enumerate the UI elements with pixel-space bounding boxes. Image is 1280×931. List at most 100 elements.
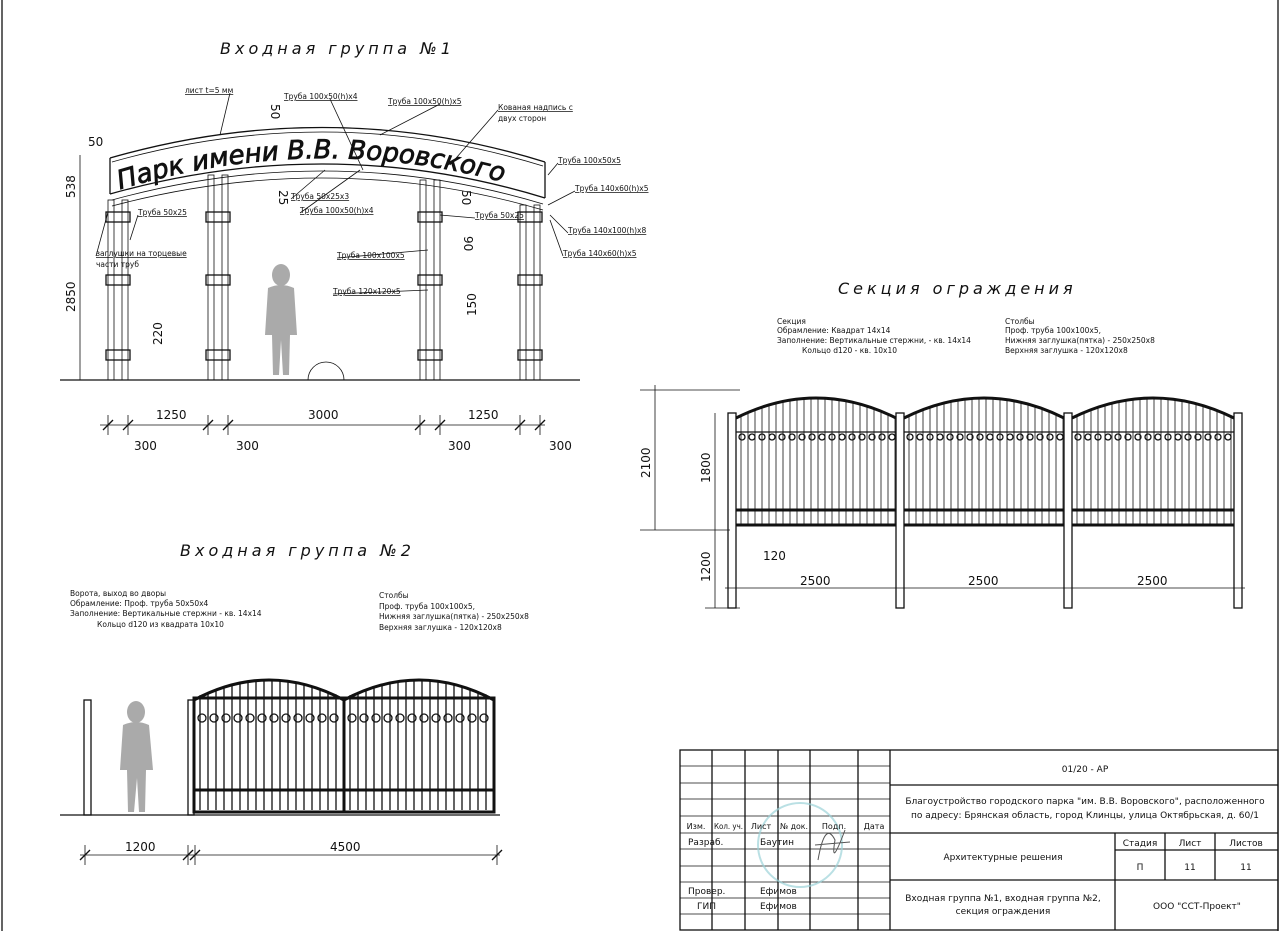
dim-ticks bbox=[102, 415, 546, 435]
fence-panels bbox=[727, 396, 1243, 609]
role-label: Разраб. bbox=[688, 838, 723, 848]
fence-section: Секция ограждения Секция Обрамление: Ква… bbox=[639, 279, 1245, 609]
dim-50-b: 50 bbox=[268, 104, 282, 119]
note-line: Верхняя заглушка - 120х120х8 bbox=[379, 623, 502, 632]
header-cell: Подп. bbox=[822, 822, 846, 831]
fence-ring bbox=[868, 433, 876, 441]
fence-ring bbox=[778, 433, 786, 441]
annotation: лист t=5 мм bbox=[185, 86, 233, 95]
gate-ring bbox=[209, 713, 219, 723]
annotation: Труба 50х25 bbox=[137, 208, 187, 217]
fence-ring bbox=[768, 433, 776, 441]
dim-90: 90 bbox=[461, 236, 475, 251]
fence-ring bbox=[1164, 433, 1172, 441]
half-circle-element bbox=[307, 361, 345, 381]
column-collar bbox=[105, 349, 131, 361]
fence-ring bbox=[916, 433, 924, 441]
annotation: Труба 120х120х5 bbox=[332, 287, 401, 296]
dim-538: 538 bbox=[64, 175, 78, 198]
fence-ring bbox=[1056, 433, 1064, 441]
fence-ring bbox=[1026, 433, 1034, 441]
fence-ring bbox=[828, 433, 836, 441]
dim-50-c: 50 bbox=[459, 190, 473, 205]
group1-title: Входная группа №1 bbox=[220, 39, 455, 58]
role-name: Ефимов bbox=[760, 902, 797, 912]
gate-ring bbox=[221, 713, 231, 723]
role-label: Провер. bbox=[688, 887, 725, 897]
dim-1250-a: 1250 bbox=[156, 408, 187, 422]
fence-ring bbox=[966, 433, 974, 441]
gate-ring bbox=[233, 713, 243, 723]
gate-ring bbox=[359, 713, 369, 723]
annotation: Труба 50х25 bbox=[474, 211, 524, 220]
dim-300-c: 300 bbox=[448, 439, 471, 453]
column-collar bbox=[205, 274, 231, 286]
gate-ring bbox=[467, 713, 477, 723]
fence-post bbox=[727, 412, 737, 609]
fence-ring bbox=[758, 433, 766, 441]
note-line: Секция bbox=[777, 317, 806, 326]
header-cell: Изм. bbox=[687, 822, 706, 831]
sheet-title-line: секция ограждения bbox=[956, 907, 1051, 917]
dim-3000: 3000 bbox=[308, 408, 339, 422]
annotation: двух сторон bbox=[498, 114, 546, 123]
annotations-group1: лист t=5 мм Труба 100х50(h)х4 Труба 100х… bbox=[95, 86, 649, 296]
column-collar bbox=[517, 349, 543, 361]
person-silhouette-2 bbox=[120, 701, 153, 812]
column-collar bbox=[105, 211, 131, 223]
header-cell: Кол. уч. bbox=[714, 822, 743, 831]
dim-2850: 2850 bbox=[64, 281, 78, 312]
dim-1800: 1800 bbox=[699, 452, 713, 483]
gate-ring bbox=[455, 713, 465, 723]
gate-ring bbox=[317, 713, 327, 723]
annotation: части труб bbox=[96, 260, 139, 269]
note-line: Нижняя заглушка(пятка) - 250х250х8 bbox=[1005, 336, 1155, 345]
fence-post bbox=[1233, 412, 1243, 609]
gate-ring bbox=[293, 713, 303, 723]
column-tube bbox=[207, 174, 215, 381]
column-collar bbox=[417, 274, 443, 286]
project-name-line: по адресу: Брянская область, город Клинц… bbox=[911, 811, 1259, 821]
fence-post bbox=[1063, 412, 1073, 609]
gate-ring bbox=[443, 713, 453, 723]
arch-columns bbox=[105, 174, 543, 381]
fence-ring bbox=[878, 433, 886, 441]
dim-2100: 2100 bbox=[639, 447, 653, 478]
gate-ring bbox=[347, 713, 357, 723]
note-line: Обрамление: Проф. труба 50х50х4 bbox=[70, 599, 209, 608]
column-tube bbox=[433, 179, 441, 381]
fence-ring bbox=[906, 433, 914, 441]
note-line: Кольцо d120 - кв. 10х10 bbox=[802, 346, 897, 355]
annotation: Кованая надпись с bbox=[498, 103, 573, 112]
annotation: Труба 100х50(h)х4 bbox=[299, 206, 374, 215]
gate-ring bbox=[305, 713, 315, 723]
role-label: ГИП bbox=[697, 902, 716, 912]
note-line: Проф. труба 100х100х5, bbox=[379, 602, 475, 611]
fence-ring bbox=[1094, 433, 1102, 441]
fence-ring bbox=[1154, 433, 1162, 441]
gate-post-left bbox=[83, 699, 92, 816]
dim-120: 120 bbox=[763, 549, 786, 563]
gate-ring bbox=[269, 713, 279, 723]
note-line: Заполнение: Вертикальные стержни - кв. 1… bbox=[70, 609, 262, 618]
section-name: Архитектурные решения bbox=[943, 853, 1062, 863]
entrance-group-2: Входная группа №2 Ворота, выход во дворы… bbox=[60, 541, 529, 865]
gate-ring bbox=[281, 713, 291, 723]
fence-ring bbox=[1036, 433, 1044, 441]
gate-ring bbox=[407, 713, 417, 723]
fence-top-arch bbox=[903, 396, 1065, 420]
note-line: Столбы bbox=[1005, 317, 1035, 326]
gate-arch bbox=[343, 678, 495, 702]
annotation: Труба 100х50(h)х4 bbox=[283, 92, 358, 101]
column-tube bbox=[519, 204, 527, 381]
gate-notes-left: Ворота, выход во дворы Обрамление: Проф.… bbox=[70, 589, 262, 629]
annotation: Труба 50х25х3 bbox=[290, 192, 349, 201]
sheet-value: 11 bbox=[1184, 863, 1195, 873]
fence-ring bbox=[946, 433, 954, 441]
fence-ring bbox=[1134, 433, 1142, 441]
fence-ring bbox=[1144, 433, 1152, 441]
fence-ring bbox=[1214, 433, 1222, 441]
fence-ring bbox=[976, 433, 984, 441]
